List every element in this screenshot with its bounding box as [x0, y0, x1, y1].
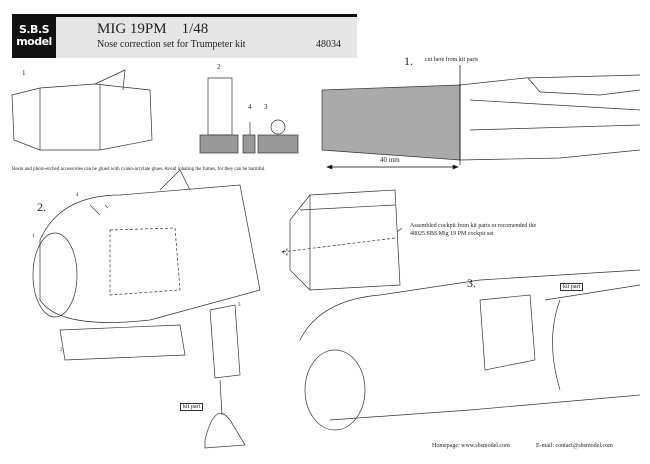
header-bar	[12, 14, 357, 58]
product-title: MIG 19PM 1/48	[97, 21, 209, 37]
fuselage-step1-drawing	[321, 65, 641, 170]
glue-note: Resin and photo-etched accessories can b…	[12, 167, 266, 172]
step-2-number: 2.	[37, 200, 46, 214]
cockpit-note-1: Assembled cockpit from kit parts or reco…	[410, 223, 537, 229]
part-4-label: 4	[248, 103, 252, 111]
cut-note: cut here from kit parts	[425, 57, 479, 63]
kit-part-label: kit part	[180, 403, 204, 411]
step-1-number: 1.	[404, 54, 413, 68]
product-subtitle: Nose correction set for Trumpeter kit	[97, 39, 246, 50]
callout-1: 1	[32, 234, 35, 239]
final-assembly-drawing	[299, 269, 641, 431]
cockpit-note-2: 48025 SBS Mig 19 PM cockpit set	[410, 231, 494, 237]
callout-2: 2	[60, 348, 63, 353]
part-1-drawing	[11, 69, 153, 151]
part-2-label: 2	[217, 63, 221, 71]
logo-top: S.B.S	[18, 23, 50, 36]
homepage: Homepage: www.sbsmodel.com	[432, 443, 510, 449]
nose-assembly-drawing	[32, 169, 261, 449]
email: E-mail: contact@sbsmodel.com	[536, 443, 613, 449]
logo-bottom: model	[16, 35, 52, 48]
part-3-4-drawing	[242, 119, 299, 154]
kit-part-label-step3: kit part	[560, 283, 584, 291]
callout-4: 4	[76, 193, 79, 198]
part-2-drawing	[199, 77, 239, 154]
part-3-label: 3	[264, 103, 268, 111]
dimension-label: 40 mm	[380, 156, 400, 164]
step-3-number: 3.	[467, 276, 476, 290]
cockpit-drawing	[281, 189, 403, 291]
part-1-label: 1	[22, 69, 26, 77]
product-code: 48034	[316, 39, 341, 50]
callout-3: 3	[238, 303, 241, 308]
